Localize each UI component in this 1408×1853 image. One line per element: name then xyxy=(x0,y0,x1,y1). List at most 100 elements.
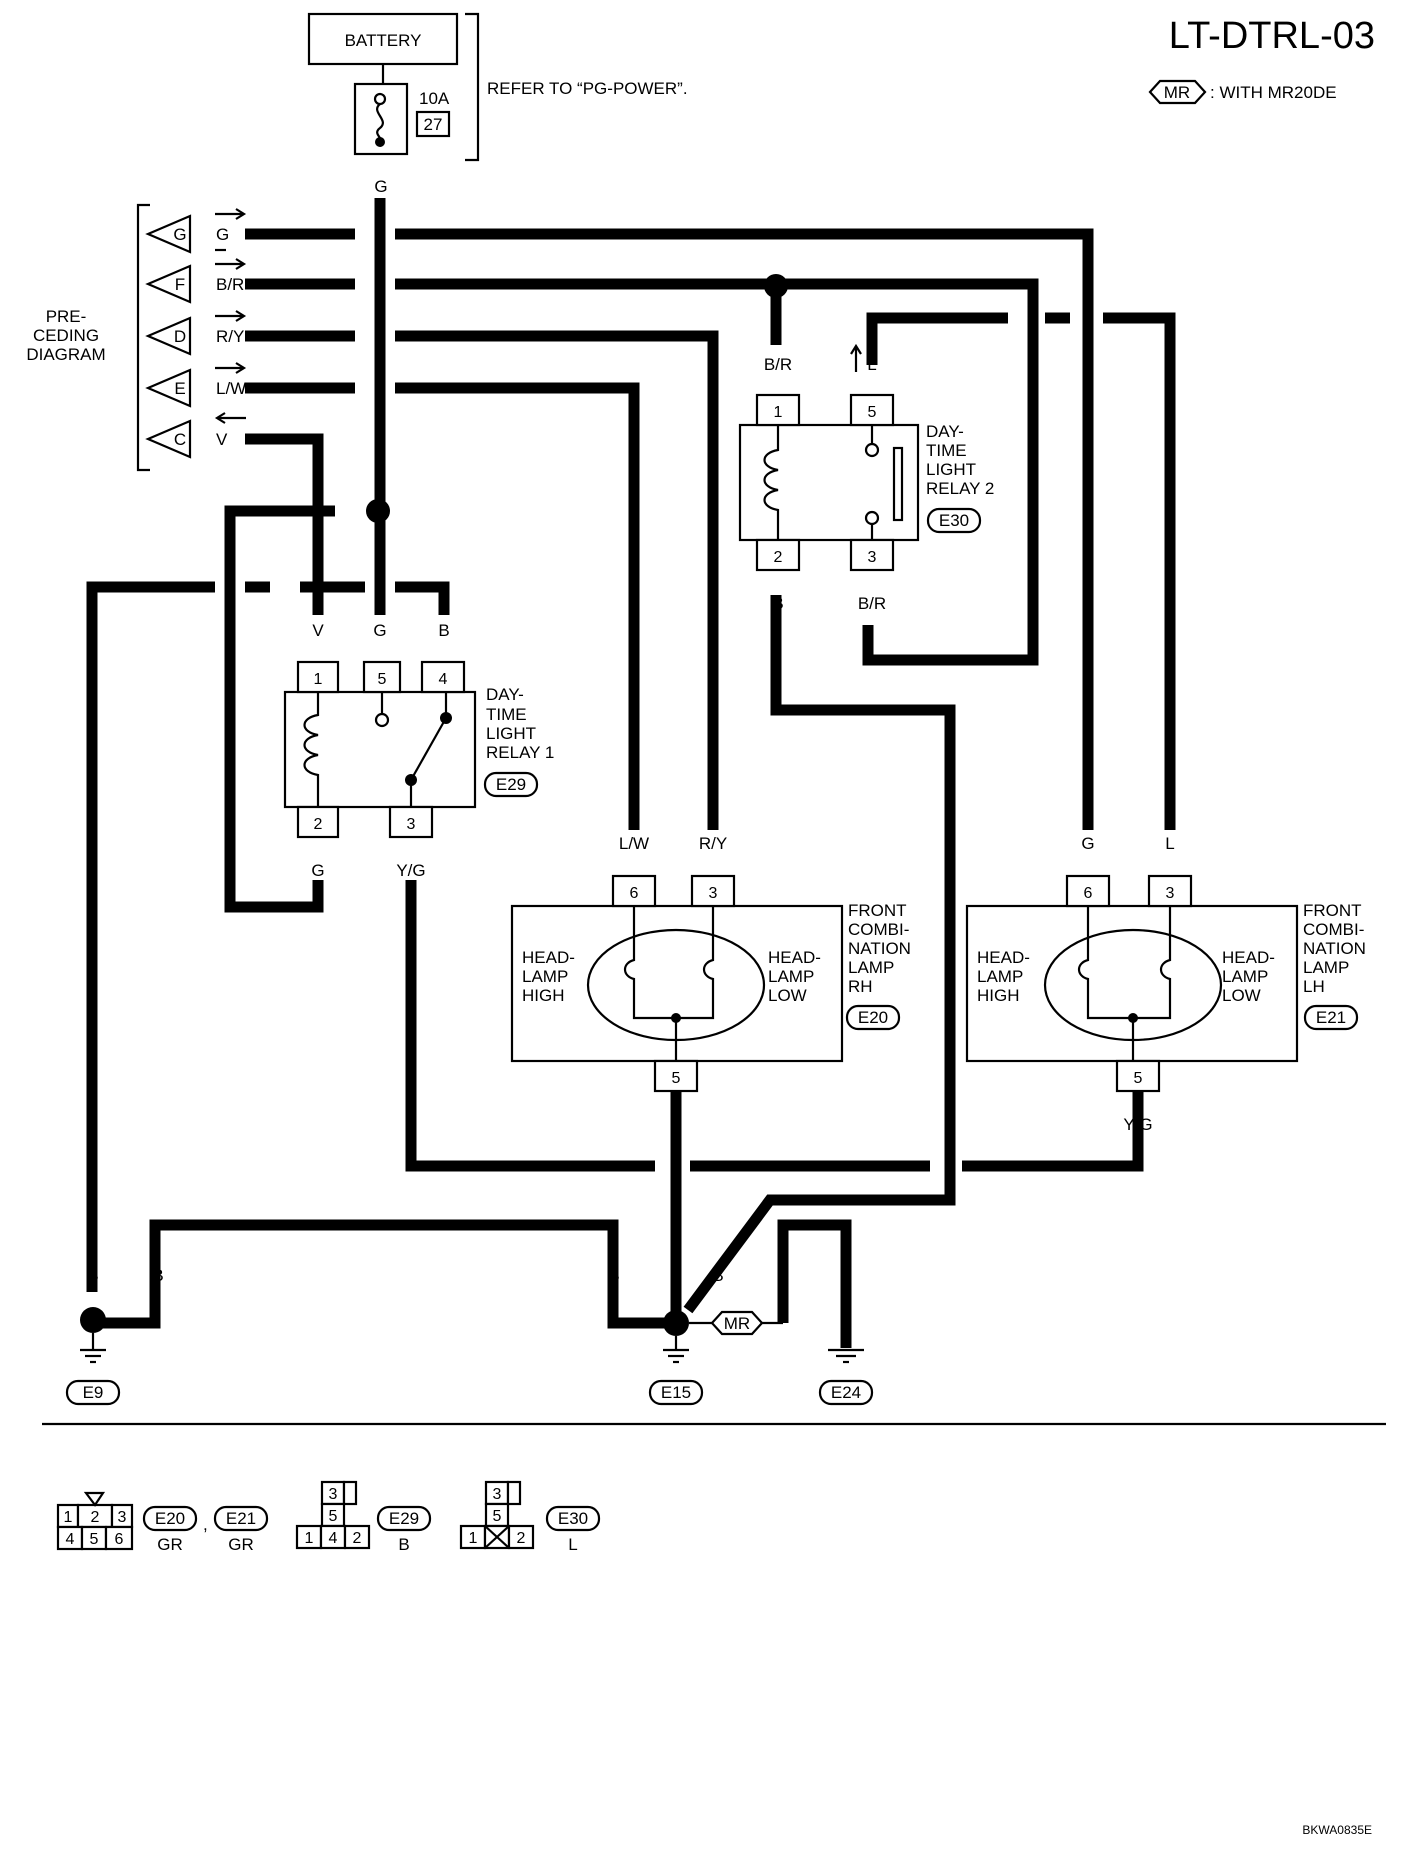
doc-code: BKWA0835E xyxy=(1302,1823,1372,1837)
svg-text:3: 3 xyxy=(407,816,416,833)
connector-e: E L/W xyxy=(145,362,246,408)
relay-1-switch-icon xyxy=(410,717,447,781)
svg-text:LAMP: LAMP xyxy=(522,967,568,986)
svg-text:NATION: NATION xyxy=(1303,939,1366,958)
relay-2-connector: E30 xyxy=(939,511,969,530)
svg-text:RELAY 2: RELAY 2 xyxy=(926,479,994,498)
svg-text:R/Y: R/Y xyxy=(699,834,727,853)
lamp-lh: G L 6 3 5 Y/G HEAD- LAMP HIGH HEAD- LAMP… xyxy=(965,834,1366,1134)
svg-text:Y/G: Y/G xyxy=(396,861,425,880)
preceding-bracket xyxy=(136,203,150,472)
svg-text:V: V xyxy=(216,430,228,449)
fuse-number-box xyxy=(415,110,451,138)
relay-1-coil-icon xyxy=(303,692,320,807)
wires xyxy=(86,198,1176,1348)
svg-text:C: C xyxy=(174,430,186,449)
svg-text:B: B xyxy=(777,1266,788,1285)
svg-text:5: 5 xyxy=(90,1531,99,1548)
svg-text:G: G xyxy=(173,225,186,244)
connector-c: C V xyxy=(145,412,246,459)
battery-label: BATTERY xyxy=(345,31,422,50)
relay-1-connector: E29 xyxy=(496,775,526,794)
svg-text:E29: E29 xyxy=(389,1509,419,1528)
svg-text:GR: GR xyxy=(157,1535,183,1554)
svg-text:4: 4 xyxy=(66,1531,75,1548)
svg-text:LIGHT: LIGHT xyxy=(486,724,536,743)
connector-view-e30: 3 5 1 2 E30 L xyxy=(459,1480,601,1554)
fuse-rating: 10A xyxy=(419,89,450,108)
svg-text:L: L xyxy=(867,355,876,374)
svg-text:1: 1 xyxy=(64,1509,73,1526)
connector-f: F B/R xyxy=(145,258,247,304)
legend-text: : WITH MR20DE xyxy=(1210,83,1337,102)
legend-mr: MR : WITH MR20DE xyxy=(1148,79,1337,105)
relay-2-contact-icon xyxy=(892,446,904,522)
svg-text:B: B xyxy=(152,1266,163,1285)
svg-text:HEAD-: HEAD- xyxy=(977,948,1030,967)
svg-text:B: B xyxy=(840,1266,851,1285)
relay-1: 1 5 4 2 3 V G B G Y/G DAY- TIME LIGHT RE… xyxy=(283,621,554,880)
svg-text:,: , xyxy=(203,1515,208,1534)
fuse-number: 27 xyxy=(424,115,443,134)
svg-text:Y/G: Y/G xyxy=(1123,1115,1152,1134)
svg-text:LAMP: LAMP xyxy=(768,967,814,986)
svg-text:LIGHT: LIGHT xyxy=(926,460,976,479)
preceding-line-3: DIAGRAM xyxy=(26,345,105,364)
svg-text:2: 2 xyxy=(353,1530,362,1547)
page-id: LT-DTRL-03 xyxy=(1169,15,1375,57)
svg-text:1: 1 xyxy=(305,1530,314,1547)
svg-text:E21: E21 xyxy=(226,1509,256,1528)
connector-g: G G xyxy=(145,208,247,254)
svg-text:FRONT: FRONT xyxy=(1303,901,1362,920)
svg-text:B: B xyxy=(712,1266,723,1285)
svg-text:LAMP: LAMP xyxy=(1222,967,1268,986)
ground-e9: E9 xyxy=(65,1307,121,1406)
svg-text:5: 5 xyxy=(493,1508,502,1525)
svg-text:B: B xyxy=(772,594,783,613)
svg-text:6: 6 xyxy=(115,1531,124,1548)
ground-e9-label: E9 xyxy=(83,1383,104,1402)
relay-2-connector-badge xyxy=(926,507,982,534)
svg-text:DAY-: DAY- xyxy=(486,685,524,704)
svg-text:3: 3 xyxy=(329,1486,338,1503)
svg-text:E30: E30 xyxy=(558,1509,588,1528)
lamp-rh-connector-badge xyxy=(845,1004,901,1031)
svg-text:4: 4 xyxy=(329,1530,338,1547)
svg-text:D: D xyxy=(174,327,186,346)
relay-1-body xyxy=(283,690,477,809)
svg-text:RH: RH xyxy=(848,977,873,996)
svg-text:MR: MR xyxy=(724,1314,750,1333)
svg-text:B: B xyxy=(87,1266,98,1285)
svg-text:B: B xyxy=(670,1115,681,1134)
svg-text:2: 2 xyxy=(314,816,323,833)
wire-color-g-top: G xyxy=(374,177,387,196)
svg-text:B: B xyxy=(438,621,449,640)
svg-text:5: 5 xyxy=(1134,1070,1143,1087)
battery-box xyxy=(307,12,459,66)
svg-text:HEAD-: HEAD- xyxy=(1222,948,1275,967)
svg-text:TIME: TIME xyxy=(486,705,527,724)
svg-text:3: 3 xyxy=(1166,885,1175,902)
ground-e15: E15 MR xyxy=(648,1310,783,1406)
svg-text:LH: LH xyxy=(1303,977,1325,996)
lamp-lh-connector: E21 xyxy=(1316,1008,1346,1027)
svg-text:3: 3 xyxy=(868,549,877,566)
svg-text:3: 3 xyxy=(493,1486,502,1503)
svg-text:TIME: TIME xyxy=(926,441,967,460)
connector-view-e20-e21: 1 2 3 4 5 6 E20 GR , E21 GR xyxy=(56,1491,269,1554)
svg-text:COMBI-: COMBI- xyxy=(848,920,909,939)
svg-text:1: 1 xyxy=(314,671,323,688)
svg-text:3: 3 xyxy=(709,885,718,902)
svg-text:B/R: B/R xyxy=(764,355,792,374)
svg-text:L/W: L/W xyxy=(216,379,246,398)
svg-text:F: F xyxy=(175,275,185,294)
svg-text:6: 6 xyxy=(630,885,639,902)
svg-text:5: 5 xyxy=(868,404,877,421)
refer-bracket xyxy=(465,12,480,162)
relay-2-body xyxy=(738,423,920,542)
svg-text:B/R: B/R xyxy=(216,275,244,294)
preceding-line-2: CEDING xyxy=(33,326,99,345)
connector-d: D R/Y xyxy=(145,310,247,356)
svg-text:B: B xyxy=(670,1266,681,1285)
